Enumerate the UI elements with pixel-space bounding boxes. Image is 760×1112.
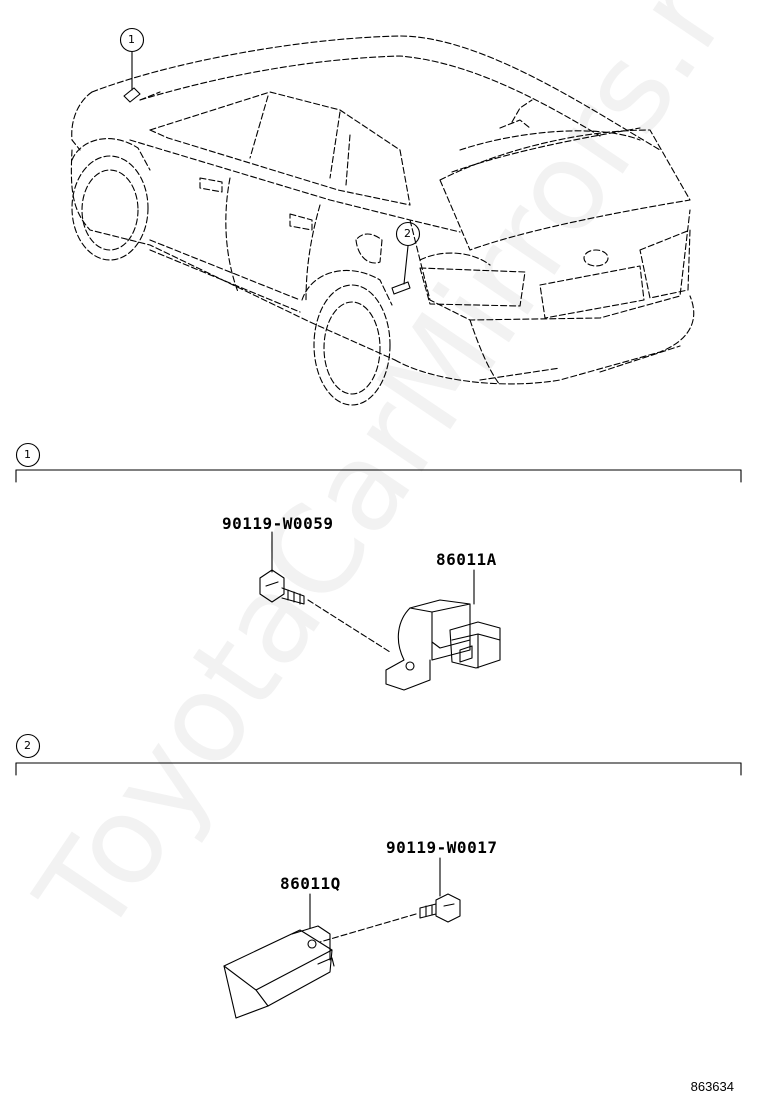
- bolt-90119-w0059: [259, 531, 391, 653]
- part-label-bolt-2: 90119-W0017: [386, 838, 498, 857]
- rear-sensor-marker: [391, 281, 411, 295]
- part-label-sensor-q: 86011Q: [280, 874, 341, 893]
- figure-number: 863634: [690, 1079, 734, 1094]
- callout-2-number: 2: [404, 227, 411, 240]
- section-1-header: [15, 442, 742, 483]
- sensor-location-markers: [123, 87, 411, 295]
- section-2-header: [15, 733, 742, 776]
- part-label-sensor-a: 86011A: [436, 550, 497, 569]
- sensor-86011q: [223, 893, 335, 1019]
- callout-1-number: 1: [128, 33, 135, 46]
- section-2-number: 2: [24, 739, 31, 752]
- section-1-number: 1: [24, 448, 31, 461]
- part-label-bolt-1: 90119-W0059: [222, 514, 334, 533]
- front-sensor-marker: [123, 87, 141, 103]
- vehicle-illustration: [70, 35, 695, 406]
- bolt-90119-w0017: [319, 857, 461, 943]
- sensor-86011a: [385, 569, 501, 691]
- car-callouts: [119, 27, 421, 285]
